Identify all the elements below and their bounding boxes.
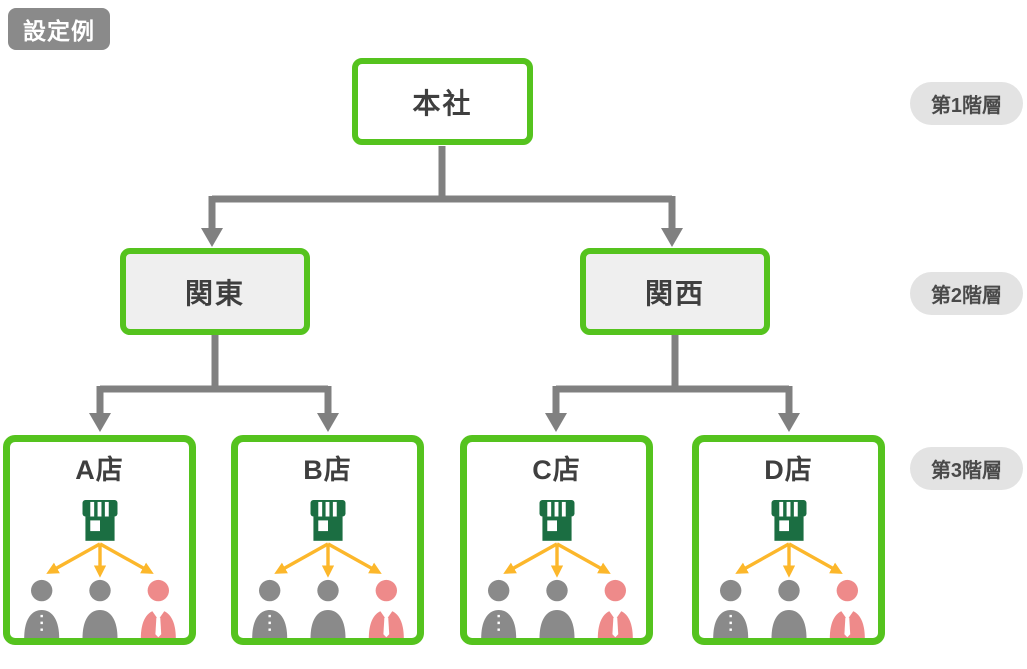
assign-arrow <box>98 542 154 574</box>
staff-gray-icon <box>539 579 574 638</box>
staff-red-tie-icon <box>368 579 404 638</box>
store-staff-diagram <box>480 542 633 638</box>
store-label: B店 <box>303 455 352 485</box>
staff-gray-buttons-icon <box>480 579 516 638</box>
assign-arrow <box>502 542 558 574</box>
staff-red-tie-icon <box>829 579 865 638</box>
node-store-b: B店 <box>231 435 424 645</box>
node-region-kanto: 関東 <box>120 248 310 335</box>
store-staff-diagram <box>712 542 865 638</box>
assign-arrow <box>734 542 790 574</box>
staff-gray-icon <box>310 579 345 638</box>
assign-arrow <box>555 542 611 574</box>
store-staff-diagram <box>251 542 404 638</box>
store-staff-diagram <box>23 542 176 638</box>
store-label: C店 <box>532 455 581 485</box>
node-store-c: C店 <box>460 435 653 645</box>
staff-gray-buttons-icon <box>23 579 59 638</box>
assign-arrow <box>787 542 843 574</box>
staff-gray-icon <box>771 579 806 638</box>
tier-3-label: 第3階層 <box>910 447 1023 490</box>
assign-arrow <box>45 542 101 574</box>
staff-red-tie-icon <box>597 579 633 638</box>
node-region-kansai: 関西 <box>580 248 770 335</box>
tier-2-label: 第2階層 <box>910 272 1023 315</box>
store-label: A店 <box>75 455 124 485</box>
staff-gray-buttons-icon <box>251 579 287 638</box>
node-store-a: A店 <box>3 435 196 645</box>
node-headquarters: 本社 <box>352 58 533 145</box>
node-store-d: D店 <box>692 435 885 645</box>
assign-arrow <box>273 542 329 574</box>
storefront-icon <box>82 500 117 541</box>
store-label: D店 <box>764 455 813 485</box>
staff-gray-icon <box>82 579 117 638</box>
staff-gray-buttons-icon <box>712 579 748 638</box>
assign-arrow <box>326 542 382 574</box>
example-badge: 設定例 <box>8 8 110 50</box>
storefront-icon <box>539 500 574 541</box>
storefront-icon <box>310 500 345 541</box>
tier-1-label: 第1階層 <box>910 82 1023 125</box>
staff-red-tie-icon <box>140 579 176 638</box>
storefront-icon <box>771 500 806 541</box>
